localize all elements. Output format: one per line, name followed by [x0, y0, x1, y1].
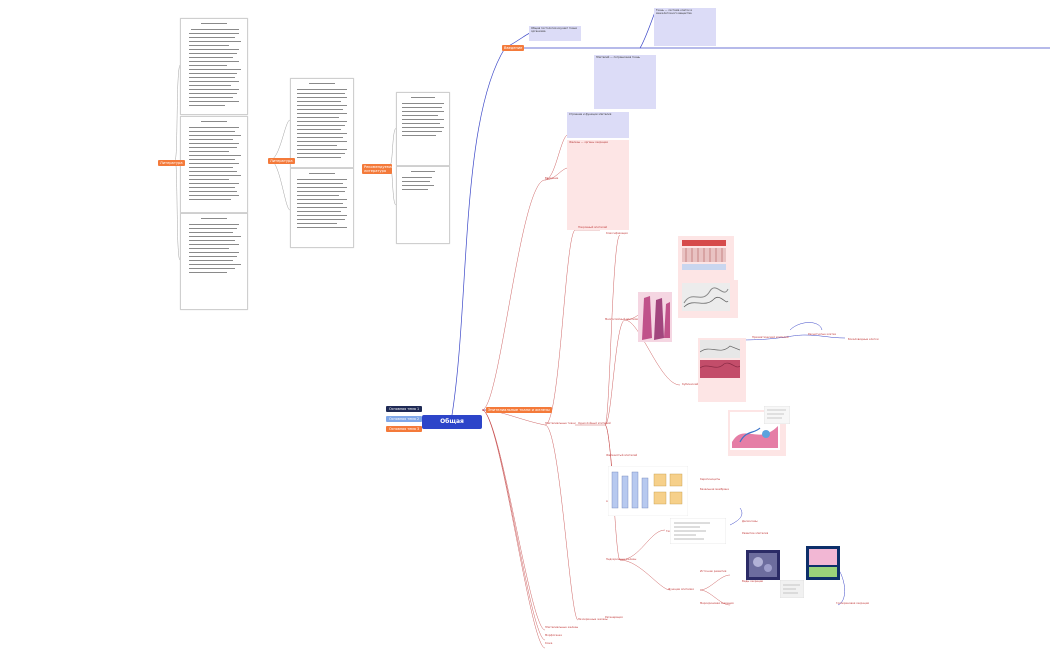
image-panel	[698, 384, 746, 402]
document-page	[396, 92, 450, 166]
branch-epithelial-tissues[interactable]: Эпителиальные ткани	[545, 422, 576, 425]
note-tissue-definition: Ткань — система клеток и межклеточного в…	[654, 8, 716, 46]
histology-image	[682, 240, 726, 270]
branch-skin[interactable]: Кожа	[545, 642, 553, 645]
topic-literature-1[interactable]: Литература	[158, 160, 185, 166]
note-epithelium-function: Строение и функции эпителия	[567, 112, 629, 138]
branch-introduction[interactable]: Введение	[545, 177, 559, 180]
branch-cuboidal[interactable]: Кубический эпителий	[682, 383, 712, 386]
branch-desmosomes[interactable]: Десмосомы	[742, 520, 758, 523]
topic-recommended-literature[interactable]: Рекомендуемая литература	[362, 164, 394, 174]
histology-image	[806, 546, 840, 580]
branch-exocrine-glands[interactable]: Экзокринные железы	[578, 618, 608, 621]
document-page	[180, 116, 248, 213]
document-page	[290, 78, 354, 168]
document-page	[180, 213, 248, 310]
legend-theme-1: Основная тема 1	[386, 406, 423, 412]
branch-single-layer[interactable]: Однослойный эпителий	[578, 422, 611, 425]
branch-holocrine[interactable]: Голокриновая секреция	[836, 602, 869, 605]
note-gland-secretion: Железы — органы секреции	[567, 140, 629, 230]
topic-introduction[interactable]: Введение	[502, 45, 525, 51]
branch-endocrine-glands[interactable]: Эндокринные железы	[606, 558, 637, 561]
topic-literature-2[interactable]: Литература	[268, 158, 295, 164]
branch-surface-epithelium[interactable]: Покровный эпителий	[578, 226, 608, 229]
histology-image	[682, 283, 730, 311]
branch-secretion-types[interactable]: Виды секреции	[742, 580, 764, 583]
branch-multi-layer[interactable]: Многослойный эпителий	[605, 318, 640, 321]
document-page	[290, 168, 354, 248]
branch-basement-membrane[interactable]: Базальная мембрана	[700, 488, 729, 491]
document-page	[396, 166, 450, 244]
root-topic[interactable]: Общая гистология	[422, 415, 482, 439]
branch-epithelium-functions[interactable]: Функции эпителия	[668, 588, 694, 591]
branch-merocrine[interactable]: Мерокриновая секреция	[700, 602, 734, 605]
branch-morphogenesis[interactable]: Морфогенез	[545, 634, 562, 637]
histology-image	[764, 406, 790, 424]
link-root-intro	[451, 47, 506, 416]
histology-image	[638, 292, 672, 342]
note-general-histology: Общая гистология изучает ткани организма	[529, 26, 581, 41]
histology-image	[700, 340, 740, 378]
branch-development-source[interactable]: Источник развития	[700, 570, 727, 573]
legend-theme-3: Основная тема 3	[386, 426, 423, 432]
document-page	[180, 18, 248, 115]
branch-goblet[interactable]: Бокаловидные клетки	[848, 338, 879, 341]
branch-ciliated[interactable]: Реснитчатые клетки	[808, 333, 837, 336]
histology-image	[730, 412, 780, 450]
branch-regeneration[interactable]: Регенерация	[605, 616, 623, 619]
legend-theme-2: Основная тема 2	[386, 416, 423, 422]
branch-keratinocytes[interactable]: Кератиноциты	[700, 478, 721, 481]
text-panel	[670, 518, 726, 544]
branch-classification[interactable]: Классификация	[606, 232, 628, 235]
branch-glandular-epithelium[interactable]: Железистый эпителий	[606, 454, 638, 457]
histology-image	[746, 550, 780, 580]
glandular-diagram	[608, 466, 688, 516]
histology-image	[780, 580, 804, 598]
branch-epithelium-development[interactable]: Развитие эпителия	[742, 532, 769, 535]
note-epithelium: Эпителий — пограничная ткань	[594, 55, 656, 109]
branch-columnar[interactable]: Призматический эпителий	[752, 336, 789, 339]
topic-epithelial-tissues[interactable]: Эпителиальные ткани и железы	[486, 407, 552, 413]
branch-epithelial-glands[interactable]: Эпителиальные железы	[545, 626, 579, 629]
